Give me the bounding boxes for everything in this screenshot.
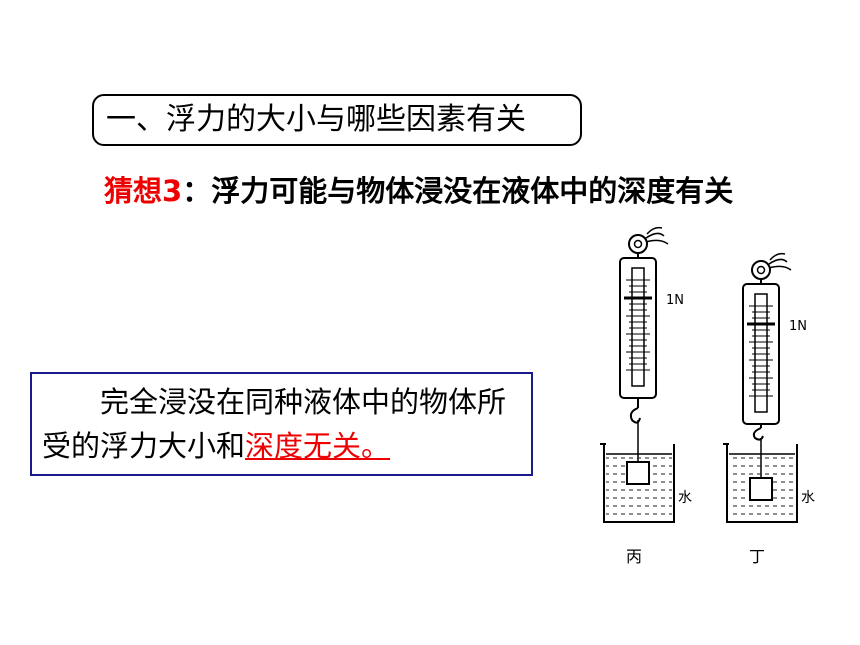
caption-bing: 丙 [626, 547, 642, 566]
scale-label-ding: 1N [789, 319, 807, 334]
section-title: 一、浮力的大小与哪些因素有关 [92, 94, 582, 146]
hypothesis-label: 猜想3 [104, 174, 183, 208]
conclusion-indent [42, 385, 100, 419]
spring-scale-illustration: 1N 水 丙 1N [600, 226, 815, 566]
conclusion-answer: 深度 [245, 429, 304, 463]
conclusion-box: 完全浸没在同种液体中的物体所受的浮力大小和深度无关。 [30, 372, 533, 476]
experiment-figure: 1N 水 丙 1N [596, 222, 826, 576]
hypothesis-colon: ： [182, 174, 212, 208]
caption-ding: 丁 [749, 547, 765, 566]
scale-bing: 1N 水 丙 [600, 226, 692, 566]
section-title-text: 一、浮力的大小与哪些因素有关 [106, 102, 526, 137]
hypothesis: 猜想3：浮力可能与物体浸没在液体中的深度有关 [104, 171, 784, 211]
liquid-label-ding: 水 [801, 490, 815, 506]
scale-ding: 1N 水 丁 [723, 252, 815, 566]
conclusion-text: 完全浸没在同种液体中的物体所受的浮力大小和 [42, 385, 507, 463]
conclusion-answer-tail: 无关。 [303, 429, 391, 463]
scale-label-bing: 1N [666, 293, 684, 308]
hypothesis-text: 浮力可能与物体浸没在液体中的深度有关 [211, 174, 734, 208]
liquid-label-bing: 水 [678, 490, 692, 506]
